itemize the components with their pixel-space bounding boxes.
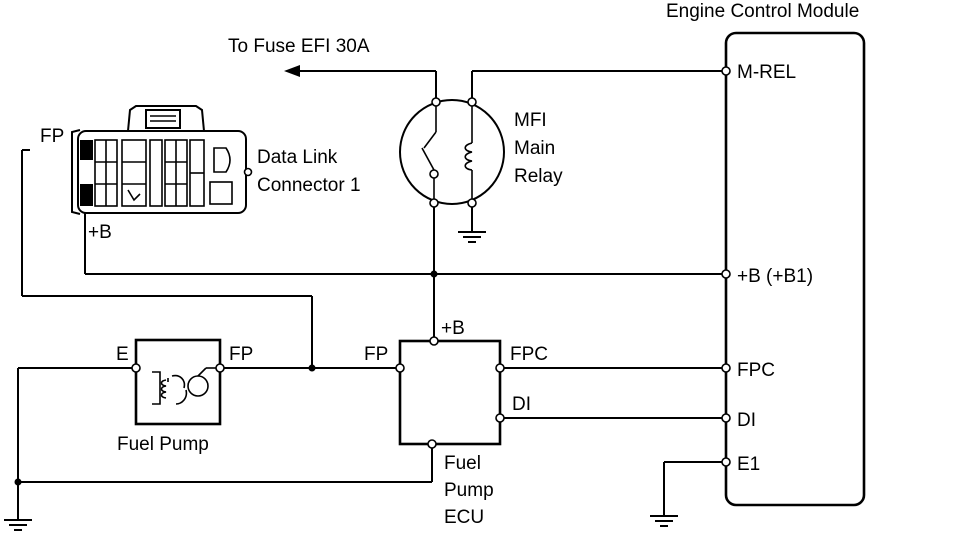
ecm-title: Engine Control Module	[666, 1, 860, 22]
ecm-pin-fpc	[721, 363, 731, 373]
fuse-arrow	[284, 65, 300, 77]
dlc-label-line2: Connector 1	[257, 175, 361, 196]
ecu-pin-b	[429, 336, 439, 346]
ecu-pin-e	[427, 439, 437, 449]
ecu-label-line1: Fuel	[444, 453, 481, 474]
relay-label-line1: MFI	[514, 110, 547, 131]
fuel-pump-pin-e-label: E	[116, 344, 129, 365]
relay-pin	[467, 97, 477, 107]
fuse-label: To Fuse EFI 30A	[228, 36, 370, 57]
junction-dot	[14, 478, 22, 486]
ecu-pin-di	[495, 413, 505, 423]
ecm-pin-di-label: DI	[737, 410, 756, 431]
ecu-label-line2: Pump	[444, 480, 494, 501]
dlc-pin-fp-label: FP	[40, 126, 65, 147]
ecm-pin-b1-label: +B (+B1)	[737, 266, 814, 287]
fuel-pump-motor-icon	[152, 367, 216, 405]
ecu-pin-fpc-label: FPC	[510, 344, 548, 365]
ecm-pin-e1	[721, 457, 731, 467]
ecm-box	[724, 31, 866, 507]
ecu-label-line3: ECU	[444, 507, 485, 528]
junction-dot	[308, 364, 316, 372]
ecm-pin-fpc-label: FPC	[737, 360, 775, 381]
dlc-label-line1: Data Link	[257, 147, 338, 168]
relay-coil	[464, 142, 473, 171]
fuel-pump-label: Fuel Pump	[117, 434, 209, 455]
relay-switch-blade	[423, 131, 437, 149]
relay-label-line3: Relay	[514, 166, 563, 187]
data-link-connector-icon	[71, 105, 253, 215]
ecu-pin-fpc	[495, 363, 505, 373]
relay-pin	[429, 198, 439, 208]
fuel-pump-pin-e	[131, 363, 141, 373]
relay-pin	[431, 97, 441, 107]
relay-contact-pin	[429, 169, 439, 179]
dlc-pin-b-label: +B	[88, 222, 112, 243]
fuel-pump-pin-fp	[215, 363, 225, 373]
ecm-pin-di	[721, 413, 731, 423]
ecm-pin-e1-label: E1	[737, 454, 761, 475]
junction-dot	[430, 270, 438, 278]
fuel-pump-ecu-box	[398, 339, 502, 446]
ecm-pin-mrel-label: M-REL	[737, 62, 797, 83]
relay-switch-arm	[421, 147, 435, 171]
fuel-pump-box	[134, 338, 222, 426]
ecu-pin-di-label: DI	[512, 394, 531, 415]
relay-circle	[399, 99, 505, 205]
relay-label-line2: Main	[514, 138, 556, 159]
ecm-pin-b1	[721, 269, 731, 279]
fuel-pump-pin-fp-label: FP	[229, 344, 254, 365]
ecu-pin-fp	[395, 363, 405, 373]
ecu-pin-fp-label: FP	[364, 344, 389, 365]
relay-pin	[467, 198, 477, 208]
ecm-pin-mrel	[721, 66, 731, 76]
ecu-pin-b-label: +B	[441, 318, 465, 339]
